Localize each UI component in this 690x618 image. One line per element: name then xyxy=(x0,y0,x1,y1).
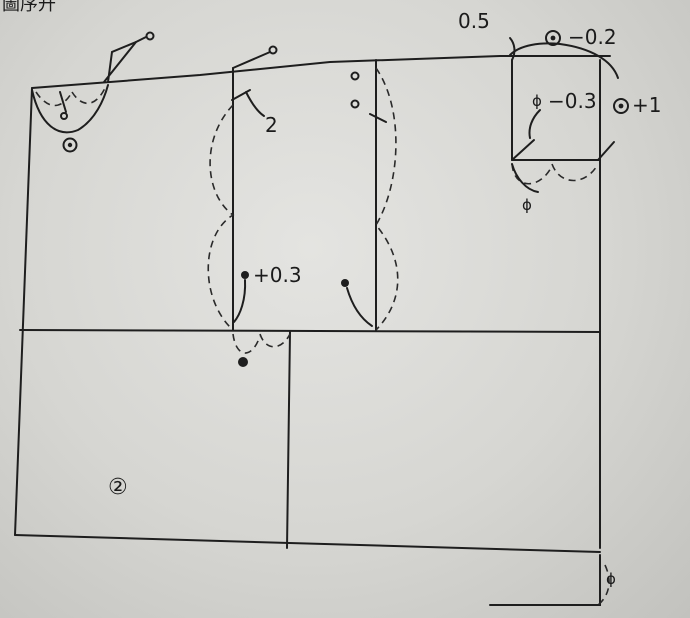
waist-line xyxy=(19,329,601,333)
right-dart-tick xyxy=(369,113,387,123)
small-circle-mark xyxy=(60,112,68,120)
waist-adjust-label: +0.3 xyxy=(253,263,302,287)
waist-dashed-scallop-1 xyxy=(232,333,261,354)
center-dart-slash xyxy=(232,51,271,69)
shoulder-adjust-label: −0.2 xyxy=(568,25,617,49)
shoulder-pointer xyxy=(509,37,516,61)
center-dart-tick xyxy=(231,89,251,101)
side-adjust-label: +1 xyxy=(632,93,661,117)
neck-dart-leg xyxy=(59,91,67,113)
armhole-adjust-label: −0.3 xyxy=(548,89,597,113)
armhole-dashed-scallop-1 xyxy=(511,163,553,185)
shoulder-seam-label: 0.5 xyxy=(458,9,490,33)
small-circle-flag xyxy=(145,31,155,41)
dart-arrow xyxy=(245,91,265,117)
hem-dashed-curve xyxy=(597,564,610,606)
armhole-underside xyxy=(511,163,539,193)
dot-mark-waist xyxy=(241,271,249,279)
header-fragment: 圖序升 xyxy=(2,0,56,15)
armhole-arc xyxy=(509,42,619,79)
neckline-top-edge xyxy=(31,55,611,89)
small-circle-right-2 xyxy=(350,99,360,109)
circle-slash-mark-hem: ɸ xyxy=(606,570,616,588)
circle-dot-mark-left xyxy=(62,137,78,153)
piece-number-label: ② xyxy=(108,475,128,500)
left-edge xyxy=(14,87,33,536)
waist-dashed-scallop-2 xyxy=(259,333,291,348)
small-circle-center xyxy=(268,45,278,55)
circle-dot-center-shoulder xyxy=(550,35,556,41)
hem-extension xyxy=(489,554,601,606)
waist-pointer xyxy=(233,279,247,323)
dot-mark-waist-lower xyxy=(238,357,248,367)
circle-dot-center-side xyxy=(618,103,624,109)
lower-divider xyxy=(286,331,291,549)
circle-dot-mark-side xyxy=(613,98,629,114)
neck-flag xyxy=(103,41,137,83)
right-dart-dashed-bulge xyxy=(375,67,399,331)
circle-slash-mark-armhole: ɸ xyxy=(532,92,542,110)
neck-flag-pointer xyxy=(135,36,147,43)
armhole-dashed-scallop-2 xyxy=(551,163,599,182)
neck-dart-dashed-1 xyxy=(35,91,73,107)
circle-slash-mark-underarm: ɸ xyxy=(522,196,532,214)
center-dart-dashed-bulge xyxy=(207,104,235,331)
bottom-edge xyxy=(14,534,601,553)
dart-label: 2 xyxy=(265,113,278,137)
small-circle-right-1 xyxy=(350,71,360,81)
right-dot-pointer xyxy=(346,287,373,327)
armhole-base-slash-right xyxy=(597,141,615,161)
circle-dot-mark-shoulder xyxy=(545,30,561,46)
neck-dart-dashed-2 xyxy=(71,85,107,105)
circle-dot-center-left xyxy=(67,142,73,148)
dot-mark-right xyxy=(341,279,349,287)
neck-dart-curve xyxy=(31,84,109,134)
armhole-base-slash-left xyxy=(511,139,535,161)
armhole-pointer xyxy=(528,109,541,139)
